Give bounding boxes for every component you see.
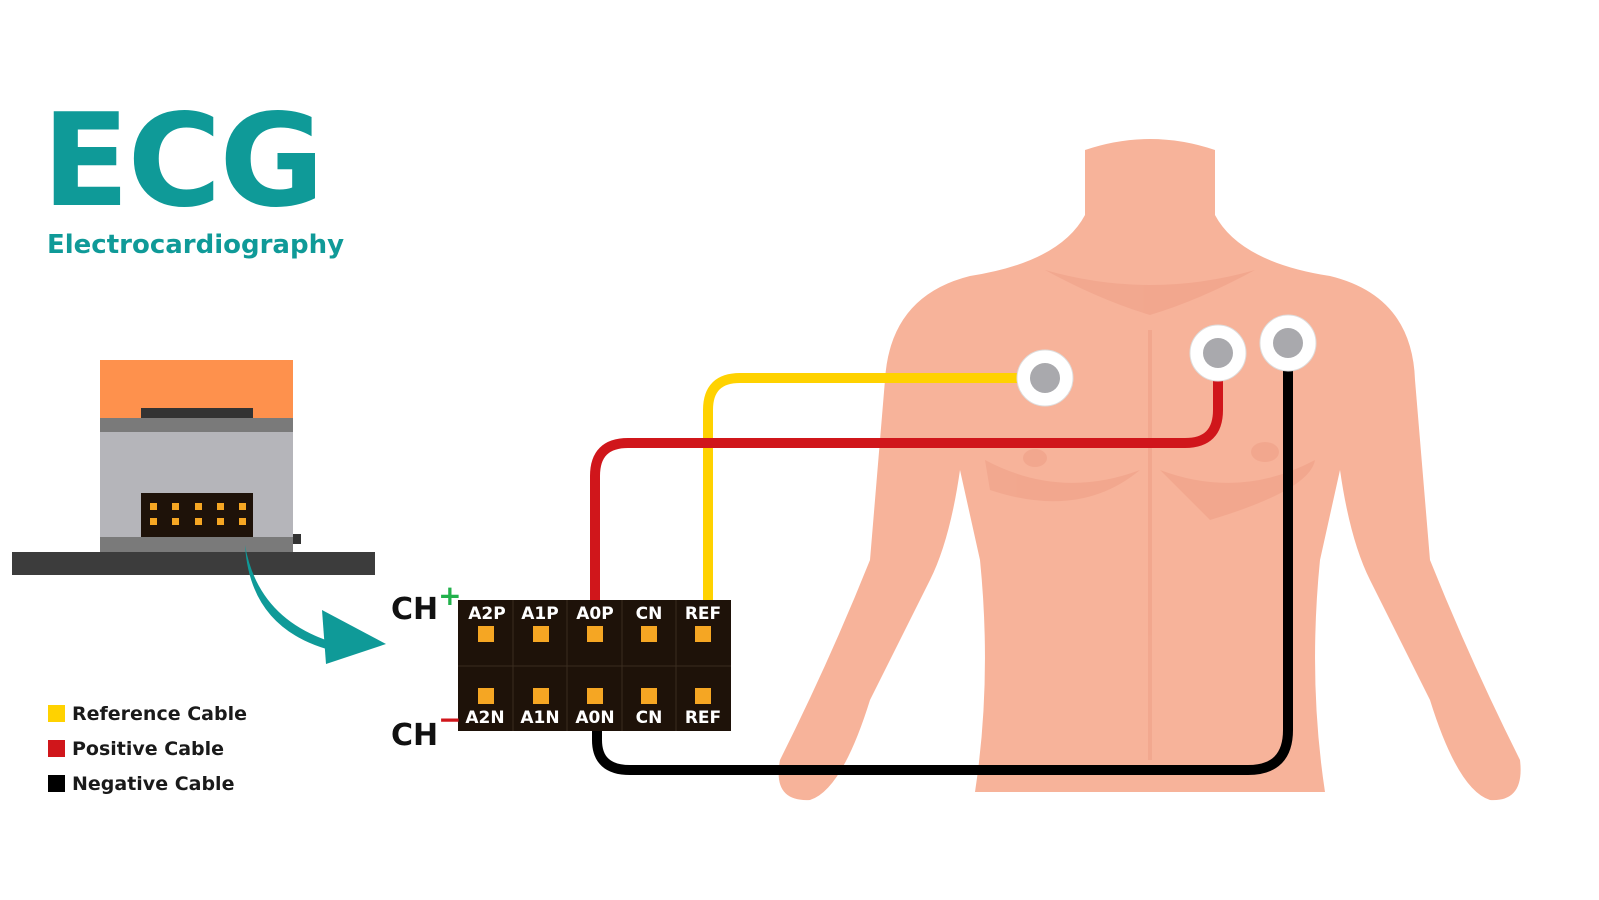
page-title: ECG <box>42 87 324 236</box>
ch-text: CH <box>391 718 439 753</box>
minus-sign: − <box>438 703 462 736</box>
legend-label: Reference Cable <box>72 702 247 725</box>
ecg-device <box>12 360 375 575</box>
pin-label: A0P <box>576 604 614 624</box>
pin-label: A2N <box>465 708 505 728</box>
pin-label: A0N <box>575 708 615 728</box>
pin-label: A1P <box>521 604 559 624</box>
body-shading <box>985 270 1315 760</box>
positive-cable <box>590 353 1223 602</box>
legend-item-reference: Reference Cable <box>48 696 247 731</box>
pin-label: A1N <box>520 708 560 728</box>
pin-label: CN <box>635 708 663 728</box>
electrode-positive <box>1189 324 1247 382</box>
electrode-negative <box>1259 314 1317 372</box>
yellow-swatch-icon <box>48 705 65 722</box>
pin-label: REF <box>684 708 722 728</box>
electrode-reference <box>1016 349 1074 407</box>
connector-block <box>458 600 731 731</box>
pin-label: CN <box>635 604 663 624</box>
channel-negative-label: CH− <box>391 703 462 753</box>
reference-cable <box>703 373 1045 602</box>
pin-label: REF <box>684 604 722 624</box>
channel-positive-label: CH+ <box>391 579 462 627</box>
legend-label: Negative Cable <box>72 772 235 795</box>
negative-cable <box>592 343 1293 775</box>
legend: Reference Cable Positive Cable Negative … <box>48 696 247 801</box>
teal-arrow-icon <box>245 545 386 664</box>
pin-label: A2P <box>468 604 506 624</box>
ch-text: CH <box>391 592 439 627</box>
legend-label: Positive Cable <box>72 737 225 760</box>
red-swatch-icon <box>48 740 65 757</box>
legend-item-negative: Negative Cable <box>48 766 247 801</box>
page-subtitle: Electrocardiography <box>47 230 345 260</box>
legend-item-positive: Positive Cable <box>48 731 247 766</box>
plus-sign: + <box>438 579 462 612</box>
black-swatch-icon <box>48 775 65 792</box>
